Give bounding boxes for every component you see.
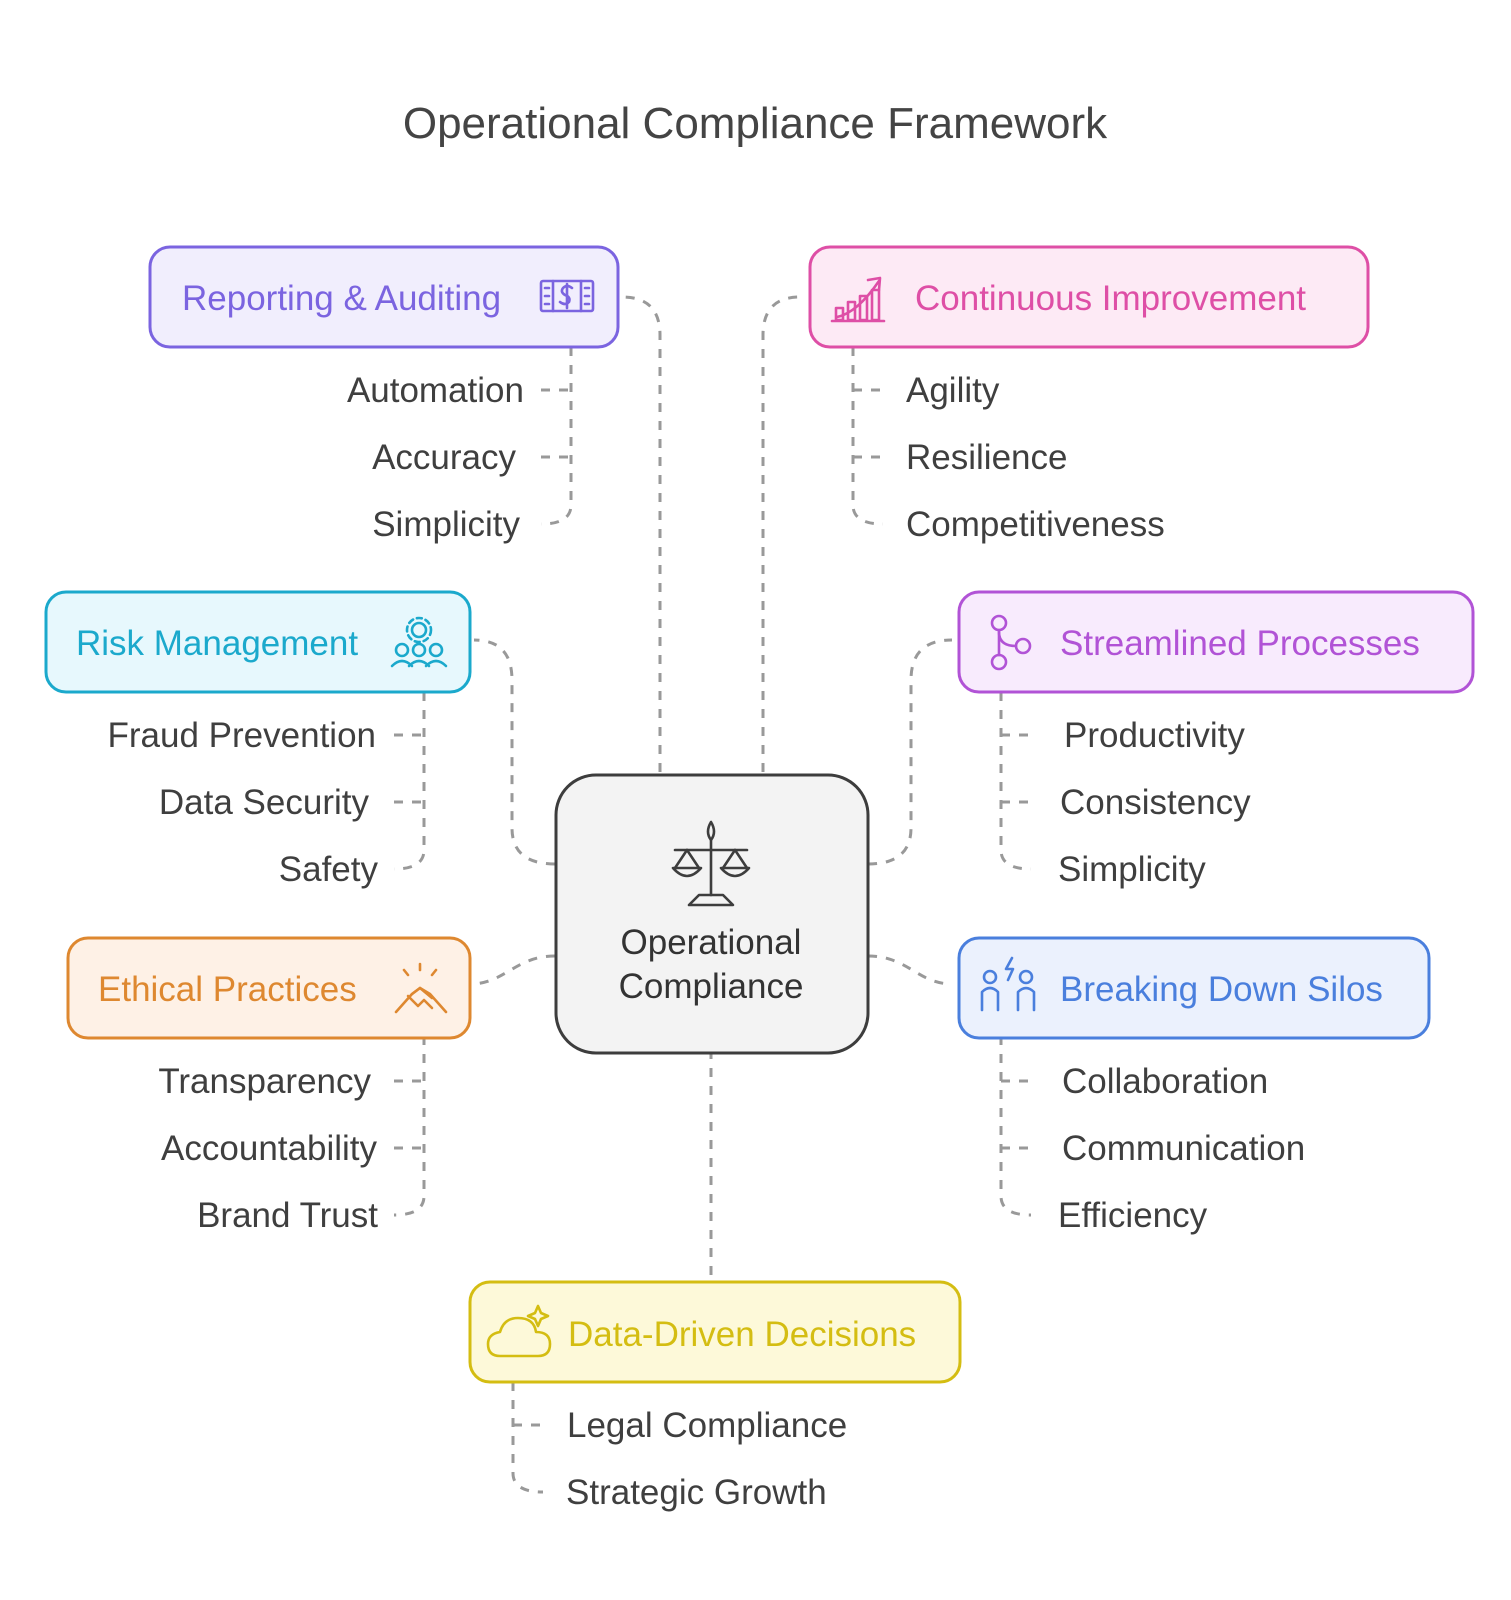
connector-simplicity-1 (540, 347, 573, 526)
item-resilience: Resilience (906, 438, 1067, 477)
connector-simplicity-2 (999, 692, 1032, 871)
node-label-risk: Risk Management (76, 624, 358, 663)
node-ethical-practices[interactable]: Ethical Practices (66, 936, 472, 1040)
node-label-streamlined: Streamlined Processes (1060, 624, 1420, 663)
item-legal-compliance: Legal Compliance (567, 1406, 847, 1445)
node-streamlined-processes[interactable]: Streamlined Processes (957, 590, 1475, 694)
connector-continuous (761, 295, 801, 772)
item-consistency: Consistency (1060, 783, 1251, 822)
item-fraud-prevention: Fraud Prevention (108, 716, 376, 755)
node-continuous-improvement[interactable]: Continuous Improvement (808, 245, 1370, 349)
item-agility: Agility (906, 371, 1000, 410)
connector-reporting (621, 295, 662, 772)
center-label-line1: Operational (621, 923, 802, 962)
item-productivity: Productivity (1064, 716, 1245, 755)
connector-risk (473, 638, 556, 866)
item-collaboration: Collaboration (1062, 1062, 1268, 1101)
item-efficiency: Efficiency (1058, 1196, 1208, 1235)
items-datadriven: Legal Compliance Strategic Growth (566, 1406, 847, 1512)
item-simplicity-2: Simplicity (1058, 850, 1206, 889)
connector-competitiveness (851, 347, 884, 526)
money-bill-icon (539, 279, 595, 313)
node-reporting-auditing[interactable]: Reporting & Auditing (148, 245, 620, 349)
items-risk: Fraud Prevention Data Security Safety (108, 716, 379, 889)
node-data-driven-decisions[interactable]: Data-Driven Decisions (468, 1280, 962, 1384)
diagram-title: Operational Compliance Framework (403, 99, 1108, 148)
center-node[interactable]: Operational Compliance (554, 773, 870, 1055)
node-risk-management[interactable]: Risk Management (44, 590, 472, 694)
connector-silos (867, 954, 953, 986)
items-silos: Collaboration Communication Efficiency (1058, 1062, 1305, 1235)
process-flow-icon (990, 614, 1032, 671)
center-connectors (469, 295, 953, 1275)
item-automation: Automation (347, 371, 524, 410)
item-communication: Communication (1062, 1129, 1305, 1168)
item-brand-trust: Brand Trust (197, 1196, 378, 1235)
node-label-datadriven: Data-Driven Decisions (568, 1315, 916, 1354)
items-ethical: Transparency Accountability Brand Trust (158, 1062, 378, 1235)
connector-streamlined (867, 638, 953, 866)
node-label-silos: Breaking Down Silos (1060, 970, 1383, 1009)
items-streamlined: Productivity Consistency Simplicity (1058, 716, 1251, 889)
connector-safety (393, 692, 426, 871)
item-connectors (393, 347, 1032, 1494)
node-label-continuous: Continuous Improvement (915, 279, 1306, 318)
items-reporting: Automation Accuracy Simplicity (347, 371, 524, 544)
connector-brand-trust (393, 1036, 426, 1217)
item-competitiveness: Competitiveness (906, 505, 1165, 544)
item-simplicity-1: Simplicity (372, 505, 520, 544)
item-safety: Safety (279, 850, 379, 889)
node-label-ethical: Ethical Practices (98, 970, 357, 1009)
connector-ethical (469, 954, 556, 986)
node-breaking-down-silos[interactable]: Breaking Down Silos (957, 936, 1431, 1040)
connector-strategic-growth (511, 1382, 544, 1494)
items-continuous: Agility Resilience Competitiveness (906, 371, 1165, 544)
item-accountability: Accountability (161, 1129, 377, 1168)
scales-icon (671, 820, 751, 907)
item-transparency: Transparency (158, 1062, 371, 1101)
item-accuracy: Accuracy (372, 438, 516, 477)
item-data-security: Data Security (159, 783, 370, 822)
collaboration-icon (980, 956, 1036, 1012)
item-strategic-growth: Strategic Growth (566, 1473, 827, 1512)
growth-chart-icon (830, 276, 886, 323)
connector-efficiency (999, 1036, 1032, 1217)
node-label-reporting: Reporting & Auditing (182, 279, 501, 318)
handshake-icon (394, 962, 448, 1014)
center-label-line2: Compliance (619, 967, 804, 1006)
team-gear-icon (390, 616, 448, 668)
cloud-sparkle-icon (486, 1304, 552, 1358)
